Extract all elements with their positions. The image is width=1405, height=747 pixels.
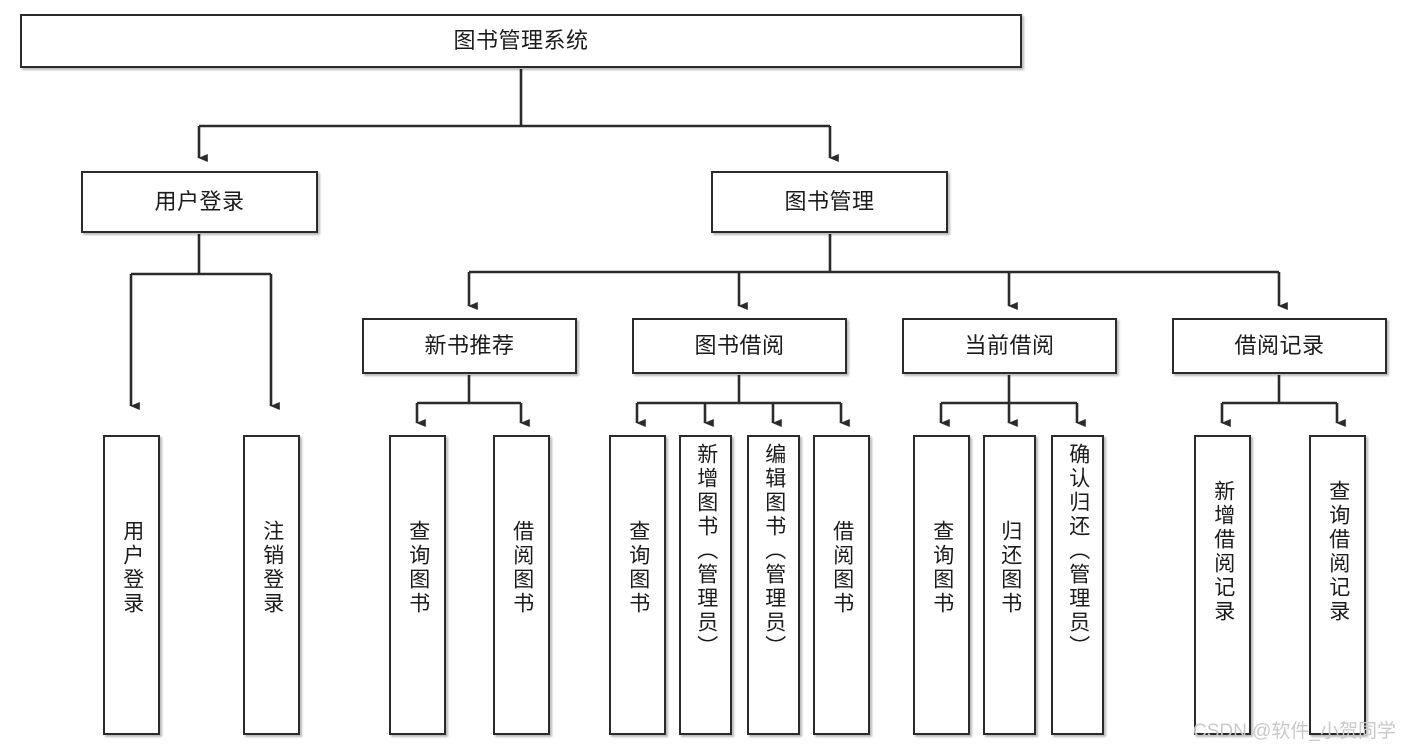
node-new-book-recommend[interactable]: 新书推荐	[362, 318, 577, 374]
node-book-borrow[interactable]: 图书借阅	[632, 318, 847, 374]
node-borrow-record[interactable]: 借阅记录	[1172, 318, 1387, 374]
node-label: 查询图书	[930, 520, 954, 616]
node-label: 新增借阅记录	[1211, 480, 1235, 624]
node-root-book-management-system[interactable]: 图书管理系统	[20, 14, 1022, 68]
leaf-query-book-recommend[interactable]: 查询图书	[389, 435, 446, 735]
node-label: 新书推荐	[424, 333, 515, 359]
leaf-add-borrow-record[interactable]: 新增借阅记录	[1194, 435, 1251, 735]
node-label: 图书管理	[784, 189, 875, 215]
leaf-borrow-book-recommend[interactable]: 借阅图书	[493, 435, 550, 735]
node-label: 借阅图书	[830, 520, 854, 616]
node-label: 确认归还（管理员）	[1066, 443, 1090, 659]
node-label: 图书管理系统	[453, 28, 589, 54]
node-label: 查询图书	[406, 520, 430, 616]
node-label: 归还图书	[998, 520, 1022, 616]
node-label: 图书借阅	[694, 333, 785, 359]
node-label: 借阅图书	[510, 520, 534, 616]
node-label: 当前借阅	[964, 333, 1055, 359]
node-label: 借阅记录	[1234, 333, 1325, 359]
leaf-query-borrow-record[interactable]: 查询借阅记录	[1309, 435, 1366, 735]
leaf-user-login[interactable]: 用户登录	[103, 435, 160, 735]
node-book-management[interactable]: 图书管理	[711, 171, 948, 233]
leaf-query-book-current[interactable]: 查询图书	[913, 435, 970, 735]
leaf-user-logout[interactable]: 注销登录	[243, 435, 300, 735]
leaf-query-book-borrow[interactable]: 查询图书	[609, 435, 666, 735]
leaf-confirm-return-admin[interactable]: 确认归还（管理员）	[1051, 435, 1104, 735]
node-label: 查询借阅记录	[1326, 480, 1350, 624]
node-label: 注销登录	[260, 520, 284, 616]
leaf-edit-book-admin[interactable]: 编辑图书（管理员）	[747, 435, 800, 735]
node-label: 用户登录	[154, 189, 245, 215]
node-label: 用户登录	[120, 520, 144, 616]
node-user-login[interactable]: 用户登录	[81, 171, 318, 233]
node-label: 查询图书	[626, 520, 650, 616]
node-label: 新增图书（管理员）	[694, 443, 718, 659]
node-label: 编辑图书（管理员）	[762, 443, 786, 659]
leaf-return-book[interactable]: 归还图书	[983, 435, 1036, 735]
leaf-add-book-admin[interactable]: 新增图书（管理员）	[679, 435, 732, 735]
leaf-borrow-book-borrow[interactable]: 借阅图书	[813, 435, 870, 735]
node-current-borrow[interactable]: 当前借阅	[902, 318, 1117, 374]
